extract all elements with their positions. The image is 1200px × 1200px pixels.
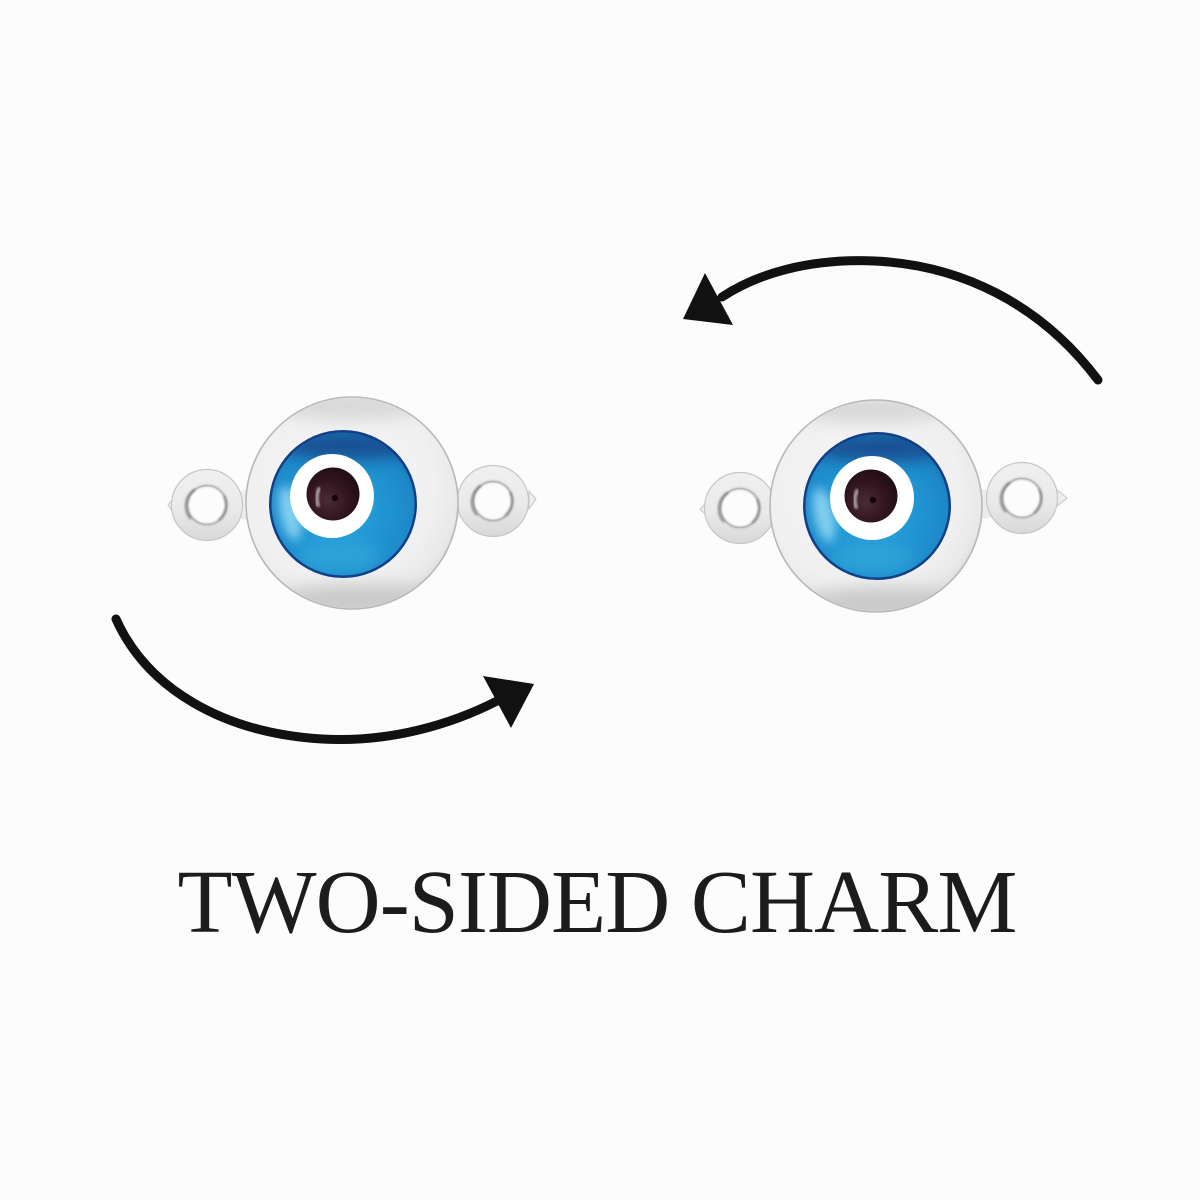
svg-text:TWO-SIDED CHARM: TWO-SIDED CHARM [178, 853, 1017, 952]
